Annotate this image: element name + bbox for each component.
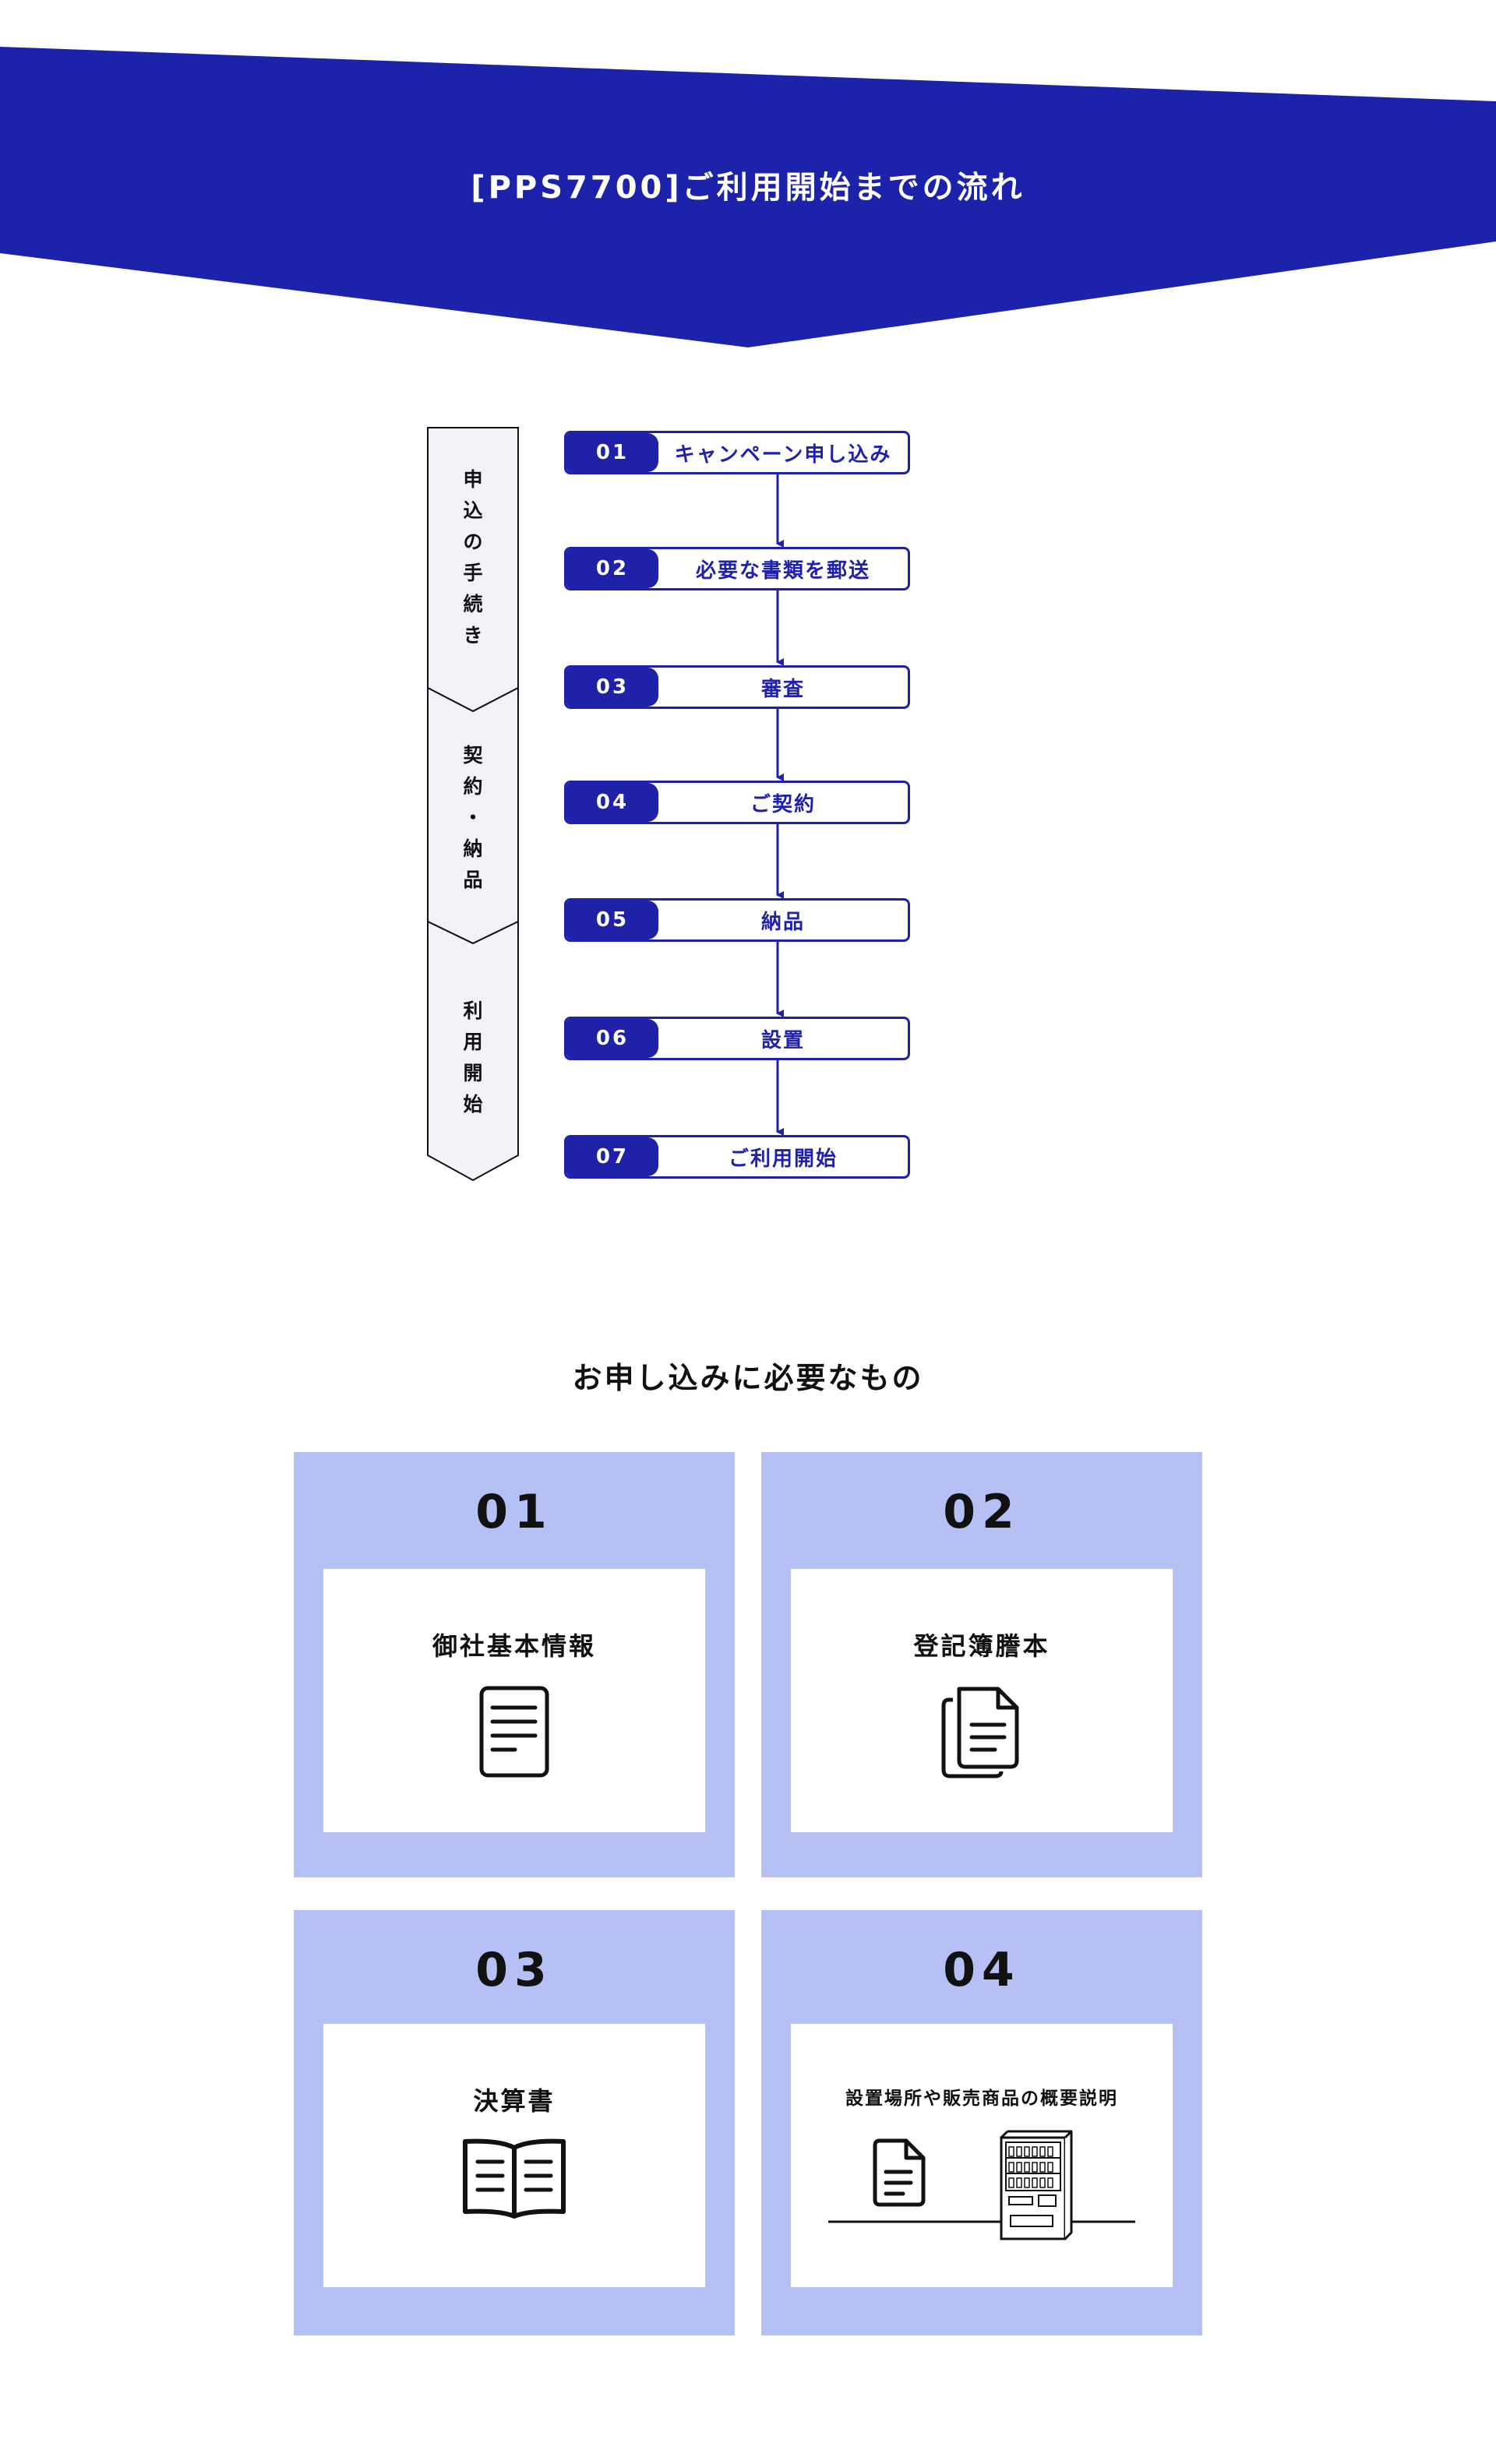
step-05: 05 納品: [564, 898, 910, 942]
step-number: 03: [566, 668, 658, 707]
step-label: 設置: [760, 1028, 805, 1052]
step-06: 06 設置: [564, 1017, 910, 1060]
phase-char: 契: [463, 744, 483, 767]
card-body: 設置場所や販売商品の概要説明: [791, 2024, 1173, 2287]
documents-stack-icon: [941, 1687, 1019, 1778]
step-label: キャンペーン申し込み: [674, 442, 892, 467]
page-title: [PPS7700]ご利用開始までの流れ: [471, 170, 1025, 206]
phase-label-contract: 契 約 ・ 納 品: [427, 740, 519, 896]
step-number: 04: [566, 783, 658, 822]
header-banner: [0, 47, 1496, 347]
requirement-card-04: 04 設置場所や販売商品の概要説明: [761, 1910, 1202, 2335]
step-number: 02: [566, 549, 658, 588]
card-number: 03: [475, 1943, 553, 1997]
phase-char: 利: [463, 999, 483, 1022]
step-label: 必要な書類を郵送: [695, 559, 870, 583]
step-02: 02 必要な書類を郵送: [564, 547, 910, 590]
card-title: 登記簿謄本: [913, 1631, 1050, 1661]
phase-char: 品: [463, 869, 483, 891]
requirements-heading: お申し込みに必要なもの: [572, 1361, 924, 1395]
phase-char: 用: [463, 1031, 483, 1053]
phase-char: 約: [463, 775, 483, 798]
step-number: 07: [566, 1137, 658, 1176]
step-07: 07 ご利用開始: [564, 1135, 910, 1179]
card-title: 決算書: [473, 2086, 556, 2116]
phase-label-start: 利 用 開 始: [427, 996, 519, 1120]
requirement-card-02: 02 登記簿謄本: [761, 1452, 1202, 1877]
document-icon: [479, 1686, 549, 1778]
step-label: ご契約: [750, 792, 816, 816]
card-number: 02: [943, 1485, 1021, 1539]
step-label: 納品: [760, 910, 805, 934]
step-03: 03 審査: [564, 665, 910, 709]
card-body: 御社基本情報: [323, 1569, 705, 1832]
step-01: 01 キャンペーン申し込み: [564, 431, 910, 474]
phase-label-application: 申 込 の 手 続 き: [427, 464, 519, 651]
card-number: 01: [475, 1485, 553, 1539]
phase-char: 続: [463, 593, 483, 615]
phase-column: [427, 427, 519, 1182]
card-title: 御社基本情報: [432, 1631, 596, 1661]
card-title: 設置場所や販売商品の概要説明: [845, 2089, 1118, 2109]
phase-char: 始: [463, 1093, 483, 1116]
phase-char: き: [463, 624, 483, 647]
step-04: 04 ご契約: [564, 781, 910, 824]
phase-char: 手: [463, 562, 483, 584]
requirement-card-03: 03 決算書: [294, 1910, 735, 2335]
phase-char: 開: [463, 1062, 483, 1084]
step-number: 01: [566, 433, 658, 472]
phase-char: 込: [463, 499, 483, 522]
step-label: ご利用開始: [728, 1147, 838, 1171]
phase-char: ・: [463, 806, 483, 829]
card-number: 04: [943, 1943, 1021, 1997]
vending-machine-icon: [828, 2130, 1135, 2240]
open-book-icon: [463, 2138, 566, 2219]
phase-char: 申: [463, 468, 483, 491]
card-body: 決算書: [323, 2024, 705, 2287]
step-number: 06: [566, 1019, 658, 1058]
card-body: 登記簿謄本: [791, 1569, 1173, 1832]
step-number: 05: [566, 901, 658, 939]
phase-char: 納: [463, 837, 483, 860]
requirement-card-01: 01 御社基本情報: [294, 1452, 735, 1877]
phase-char: の: [463, 531, 483, 553]
step-label: 審査: [760, 677, 805, 701]
